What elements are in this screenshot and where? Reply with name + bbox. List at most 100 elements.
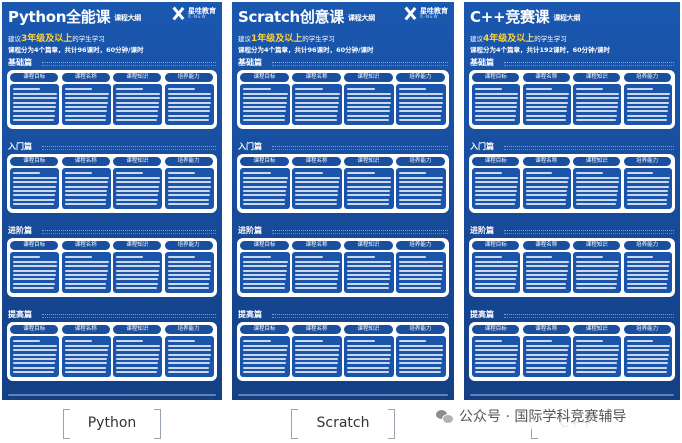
text-line-placeholder [13, 172, 41, 175]
column-body [522, 336, 571, 377]
text-line-placeholder [475, 194, 517, 197]
column-body [240, 336, 290, 377]
stage-card: 课程目标 课程名称 课程知识 培养能力 [237, 322, 449, 381]
text-line-placeholder [626, 278, 668, 281]
brand-logo: 星哇教育 X-NEW [170, 7, 216, 20]
text-line-placeholder [116, 189, 159, 192]
column-head: 培养能力 [623, 73, 671, 82]
column-head: 培养能力 [396, 73, 445, 82]
text-line-placeholder [399, 282, 442, 285]
column-head: 课程知识 [344, 241, 393, 250]
column-body [113, 252, 163, 293]
text-line-placeholder [64, 260, 109, 263]
text-line-placeholder [295, 340, 323, 343]
text-line-placeholder [64, 366, 107, 369]
course-summary: 课程分为4个篇章，共计192课时，60分钟/课时 [470, 46, 611, 54]
text-line-placeholder [295, 278, 338, 281]
text-line-placeholder [347, 282, 390, 285]
text-line-placeholder [116, 119, 158, 122]
text-line-placeholder [116, 97, 160, 100]
text-line-placeholder [243, 278, 286, 281]
text-line-placeholder [399, 194, 442, 197]
column-head: 课程知识 [113, 73, 162, 82]
column-head: 课程目标 [472, 325, 520, 334]
text-line-placeholder [64, 88, 92, 91]
text-line-placeholder [295, 181, 340, 184]
column-head: 课程目标 [472, 157, 520, 166]
text-line-placeholder [626, 176, 670, 179]
text-line-placeholder [167, 203, 209, 206]
column-head: 培养能力 [164, 73, 213, 82]
text-line-placeholder [295, 101, 339, 104]
text-line-placeholder [576, 344, 620, 347]
text-line-placeholder [13, 189, 56, 192]
text-line-placeholder [525, 88, 553, 91]
text-line-placeholder [525, 366, 567, 369]
text-line-placeholder [525, 105, 568, 108]
stage-label: 进阶篇 [470, 226, 494, 235]
stage-label: 提高篇 [8, 310, 32, 319]
text-line-placeholder [64, 278, 107, 281]
column-body [164, 252, 214, 293]
text-line-placeholder [243, 269, 287, 272]
text-line-placeholder [475, 362, 517, 365]
text-line-placeholder [64, 344, 109, 347]
column-head: 培养能力 [164, 325, 213, 334]
column-head: 培养能力 [164, 157, 213, 166]
text-line-placeholder [399, 114, 442, 117]
stage-label: 基础篇 [8, 58, 32, 67]
text-line-placeholder [475, 269, 518, 272]
brand-logo: 星哇教育 X-NEW [402, 7, 448, 20]
text-line-placeholder [116, 353, 160, 356]
text-line-placeholder [576, 256, 603, 259]
text-line-placeholder [626, 344, 670, 347]
stage-description [42, 230, 216, 234]
text-line-placeholder [576, 101, 619, 104]
text-line-placeholder [295, 119, 337, 122]
text-line-placeholder [626, 203, 667, 206]
text-line-placeholder [626, 256, 654, 259]
text-line-placeholder [295, 203, 337, 206]
text-line-placeholder [116, 366, 158, 369]
text-line-placeholder [116, 194, 159, 197]
poster-scratch[interactable]: Scratch创意课课程大纲 星哇教育 X-NEW 建议1年级及以上的学生学习 … [232, 2, 454, 400]
stage-description [272, 230, 448, 234]
x-logo-icon [170, 7, 186, 20]
column-head: 课程知识 [113, 325, 162, 334]
poster-cpp[interactable]: C++竞赛课课程大纲 建议4年级及以上的学生学习 课程分为4个篇章，共计192课… [464, 2, 680, 400]
stage-card: 课程目标 课程名称 课程知识 培养能力 [237, 238, 449, 297]
text-line-placeholder [626, 371, 667, 374]
text-line-placeholder [116, 278, 159, 281]
text-line-placeholder [399, 110, 442, 113]
text-line-placeholder [576, 353, 619, 356]
text-line-placeholder [243, 357, 287, 360]
text-line-placeholder [576, 172, 603, 175]
text-line-placeholder [243, 101, 287, 104]
text-line-placeholder [116, 357, 159, 360]
text-line-placeholder [167, 185, 211, 188]
recommendation: 建议3年级及以上的学生学习 [8, 34, 105, 44]
text-line-placeholder [243, 110, 286, 113]
text-line-placeholder [399, 269, 443, 272]
text-line-placeholder [475, 366, 516, 369]
text-line-placeholder [167, 194, 210, 197]
text-line-placeholder [475, 260, 519, 263]
column-head: 课程名称 [292, 157, 341, 166]
column-body [164, 168, 214, 209]
poster-python[interactable]: Python全能课课程大纲 星哇教育 X-NEW 建议3年级及以上的学生学习 课… [2, 2, 222, 400]
text-line-placeholder [576, 287, 617, 290]
text-line-placeholder [243, 344, 288, 347]
text-line-placeholder [399, 105, 443, 108]
column-head: 课程名称 [61, 157, 110, 166]
column-body [292, 336, 342, 377]
text-line-placeholder [13, 357, 56, 360]
text-line-placeholder [64, 110, 107, 113]
text-line-placeholder [167, 172, 195, 175]
text-line-placeholder [399, 181, 443, 184]
text-line-placeholder [347, 371, 389, 374]
text-line-placeholder [475, 110, 517, 113]
text-line-placeholder [116, 185, 160, 188]
text-line-placeholder [167, 344, 212, 347]
text-line-placeholder [525, 273, 568, 276]
text-line-placeholder [295, 110, 338, 113]
